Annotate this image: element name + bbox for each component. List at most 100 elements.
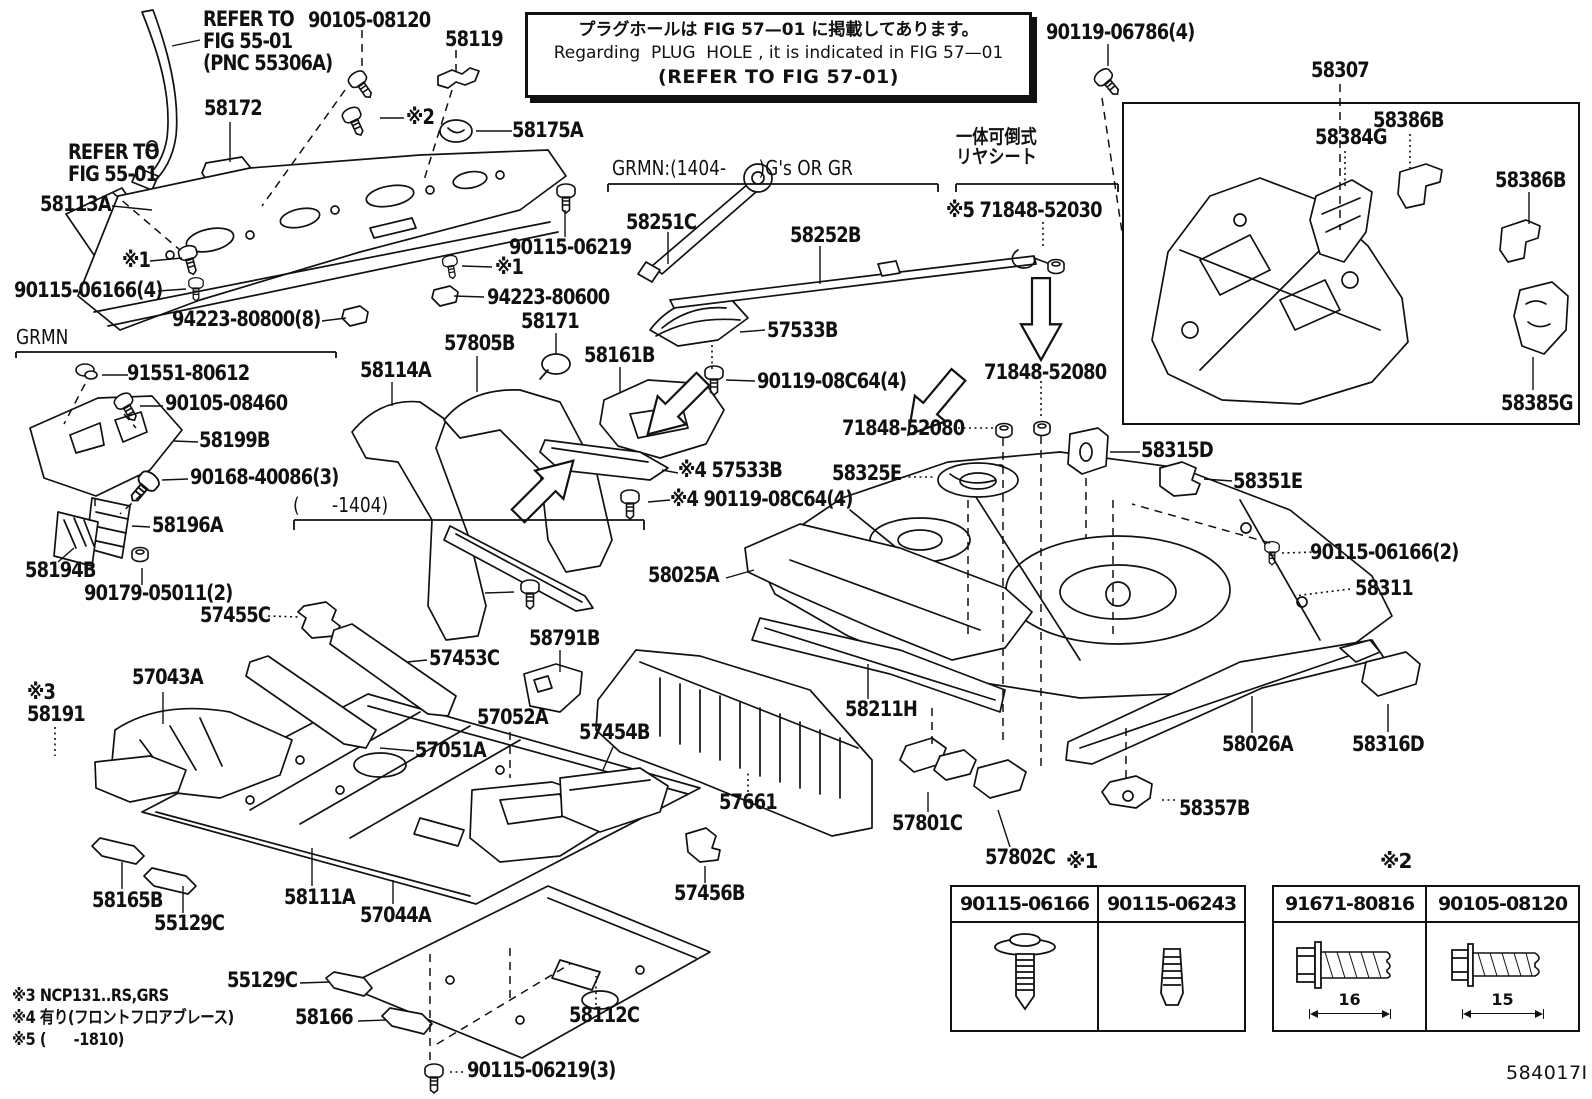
refer-note: REFER TO FIG 55-01 xyxy=(68,140,160,187)
part-callout[interactable]: 58791B xyxy=(529,626,600,650)
dotted-leaders xyxy=(54,134,1411,1073)
group-brackets xyxy=(15,183,1119,530)
part-callout[interactable]: ※4 90119-08C64(4) xyxy=(670,487,853,511)
asterisk-marker: ※1 xyxy=(495,255,524,279)
part-callout[interactable]: 58384G xyxy=(1315,125,1388,149)
part-callout[interactable]: 58252B xyxy=(790,223,861,247)
part-callout[interactable]: 57052A xyxy=(477,705,549,729)
part-callout[interactable]: 58114A xyxy=(360,358,432,382)
part-callout[interactable]: 90105-08120 xyxy=(308,8,431,32)
part-callout[interactable]: 58111A xyxy=(284,885,356,909)
part-callout[interactable]: 58311 xyxy=(1355,576,1414,600)
part-callout[interactable]: 90168-40086(3) xyxy=(190,465,339,489)
plug-hole-note-box: プラグホールは FIG 57—01 に掲載してあります。 Regarding P… xyxy=(525,12,1032,98)
part-callout[interactable]: 57533B xyxy=(767,318,838,342)
part-callout[interactable]: 58386B xyxy=(1495,168,1566,192)
part-callout[interactable]: 58385G xyxy=(1501,391,1574,415)
part-callout[interactable]: 57044A xyxy=(360,903,432,927)
part-callout[interactable]: 90115-06166(4) xyxy=(14,278,163,302)
flange-bolt-icon xyxy=(1450,943,1540,987)
fastener-table-1: 90115-06166 90115-06243 xyxy=(950,885,1246,1032)
flange-bolt-icon xyxy=(1295,941,1391,989)
part-callout[interactable]: 58316D xyxy=(1352,732,1425,756)
part-callout[interactable]: 57455C xyxy=(200,603,271,627)
part-callout[interactable]: 90105-08460 xyxy=(165,391,288,415)
part-callout[interactable]: 58165B xyxy=(92,888,163,912)
part-callout[interactable]: 58386B xyxy=(1373,108,1444,132)
part-callout[interactable]: 58351E xyxy=(1233,469,1303,493)
dimension-value: 16 xyxy=(1338,990,1361,1009)
fastener-column: 90115-06243 xyxy=(1097,887,1244,1030)
part-callout[interactable]: 91551-80612 xyxy=(127,361,250,385)
part-callout[interactable]: 57051A xyxy=(415,738,487,762)
fastener-part-number[interactable]: 90105-08120 xyxy=(1427,887,1578,923)
part-callout[interactable]: 57802C xyxy=(985,845,1056,869)
part-callout[interactable]: 58199B xyxy=(199,428,270,452)
part-callout[interactable]: 58172 xyxy=(204,96,263,120)
fastener-column: 91671-80816 16 xyxy=(1274,887,1425,1030)
fastener-part-number[interactable]: 90115-06166 xyxy=(952,887,1097,923)
part-callout[interactable]: 90119-06786(4) xyxy=(1046,20,1195,44)
dimension: 16 xyxy=(1308,990,1391,1019)
part-callout[interactable]: 58119 xyxy=(445,27,504,51)
fastener-part-number[interactable]: 91671-80816 xyxy=(1274,887,1425,923)
part-callout[interactable]: 58161B xyxy=(584,343,655,367)
part-callout[interactable]: 58166 xyxy=(295,1005,354,1029)
footnote: ※5 ( -1810) xyxy=(12,1030,124,1050)
part-callout[interactable]: 58113A xyxy=(40,192,112,216)
fastener-column: 90105-08120 15 xyxy=(1425,887,1578,1030)
part-callout[interactable]: 94223-80800(8) xyxy=(172,307,321,331)
part-callout[interactable]: 58307 xyxy=(1311,58,1370,82)
fastener-drawing-cell: 16 xyxy=(1274,923,1425,1030)
part-callout[interactable]: 58175A xyxy=(512,118,584,142)
part-callout[interactable]: ※4 57533B xyxy=(678,458,783,482)
part-callout[interactable]: 58025A xyxy=(648,563,720,587)
part-callout[interactable]: 57801C xyxy=(892,811,963,835)
table2-marker: ※2 xyxy=(1380,849,1412,873)
part-callout[interactable]: 94223-80600 xyxy=(487,285,610,309)
part-callout[interactable]: 90115-06166(2) xyxy=(1310,540,1459,564)
footnote: ※3 NCP131..RS,GRS xyxy=(12,986,169,1006)
part-callout[interactable]: 58171 xyxy=(521,309,580,333)
part-callout[interactable]: 58357B xyxy=(1179,796,1250,820)
asterisk-marker: ※2 xyxy=(406,105,435,129)
part-callout[interactable]: 58315D xyxy=(1141,438,1214,462)
part-callout[interactable]: 90119-08C64(4) xyxy=(757,369,907,393)
part-callout[interactable]: 58112C xyxy=(569,1003,640,1027)
part-callout[interactable]: 90179-05011(2) xyxy=(84,581,233,605)
fastener-part-number[interactable]: 90115-06243 xyxy=(1099,887,1244,923)
part-callout[interactable]: 55129C xyxy=(154,911,225,935)
group-label: 一体可倒式 リヤシート xyxy=(956,126,1037,168)
dashed-lines xyxy=(63,30,1341,1060)
part-callout[interactable]: 58325E xyxy=(832,461,902,485)
asterisk-marker: ※1 xyxy=(122,248,151,272)
part-callout[interactable]: 90115-06219 xyxy=(509,235,632,259)
part-callout[interactable]: 58026A xyxy=(1222,732,1294,756)
dimension-arrow xyxy=(1461,1009,1544,1019)
part-callout[interactable]: 58211H xyxy=(845,697,918,721)
refer-note: REFER TO FIG 55-01 (PNC 55306A) xyxy=(203,7,333,76)
part-callout[interactable]: ※5 71848-52030 xyxy=(946,198,1103,222)
part-callout[interactable]: 55129C xyxy=(227,968,298,992)
part-callout[interactable]: 58251C xyxy=(626,210,697,234)
note-line-refer: (REFER TO FIG 57-01) xyxy=(658,66,899,89)
group-label: GRMN xyxy=(16,325,69,349)
part-callout[interactable]: 71848-52080 xyxy=(984,360,1107,384)
fastener-table-2: 91671-80816 16 90105-08120 xyxy=(1272,885,1580,1032)
note-line-jp: プラグホールは FIG 57—01 に掲載してあります。 xyxy=(578,20,979,41)
group-label: ( -1404) xyxy=(293,493,389,517)
part-callout[interactable]: 57453C xyxy=(429,646,500,670)
part-callout[interactable]: 90115-06219(3) xyxy=(467,1058,616,1082)
fastener-column: 90115-06166 xyxy=(952,887,1097,1030)
part-callout[interactable]: 71848-52080 xyxy=(842,416,965,440)
part-callout[interactable]: ※3 58191 xyxy=(27,680,86,727)
part-callout[interactable]: 58194B xyxy=(25,558,96,582)
part-callout[interactable]: 58196A xyxy=(152,513,224,537)
part-callout[interactable]: 57805B xyxy=(444,331,515,355)
part-callout[interactable]: 57454B xyxy=(579,720,650,744)
part-callout[interactable]: 57043A xyxy=(132,665,204,689)
part-callout[interactable]: 57661 xyxy=(719,790,778,814)
part-callout[interactable]: 57456B xyxy=(674,881,745,905)
